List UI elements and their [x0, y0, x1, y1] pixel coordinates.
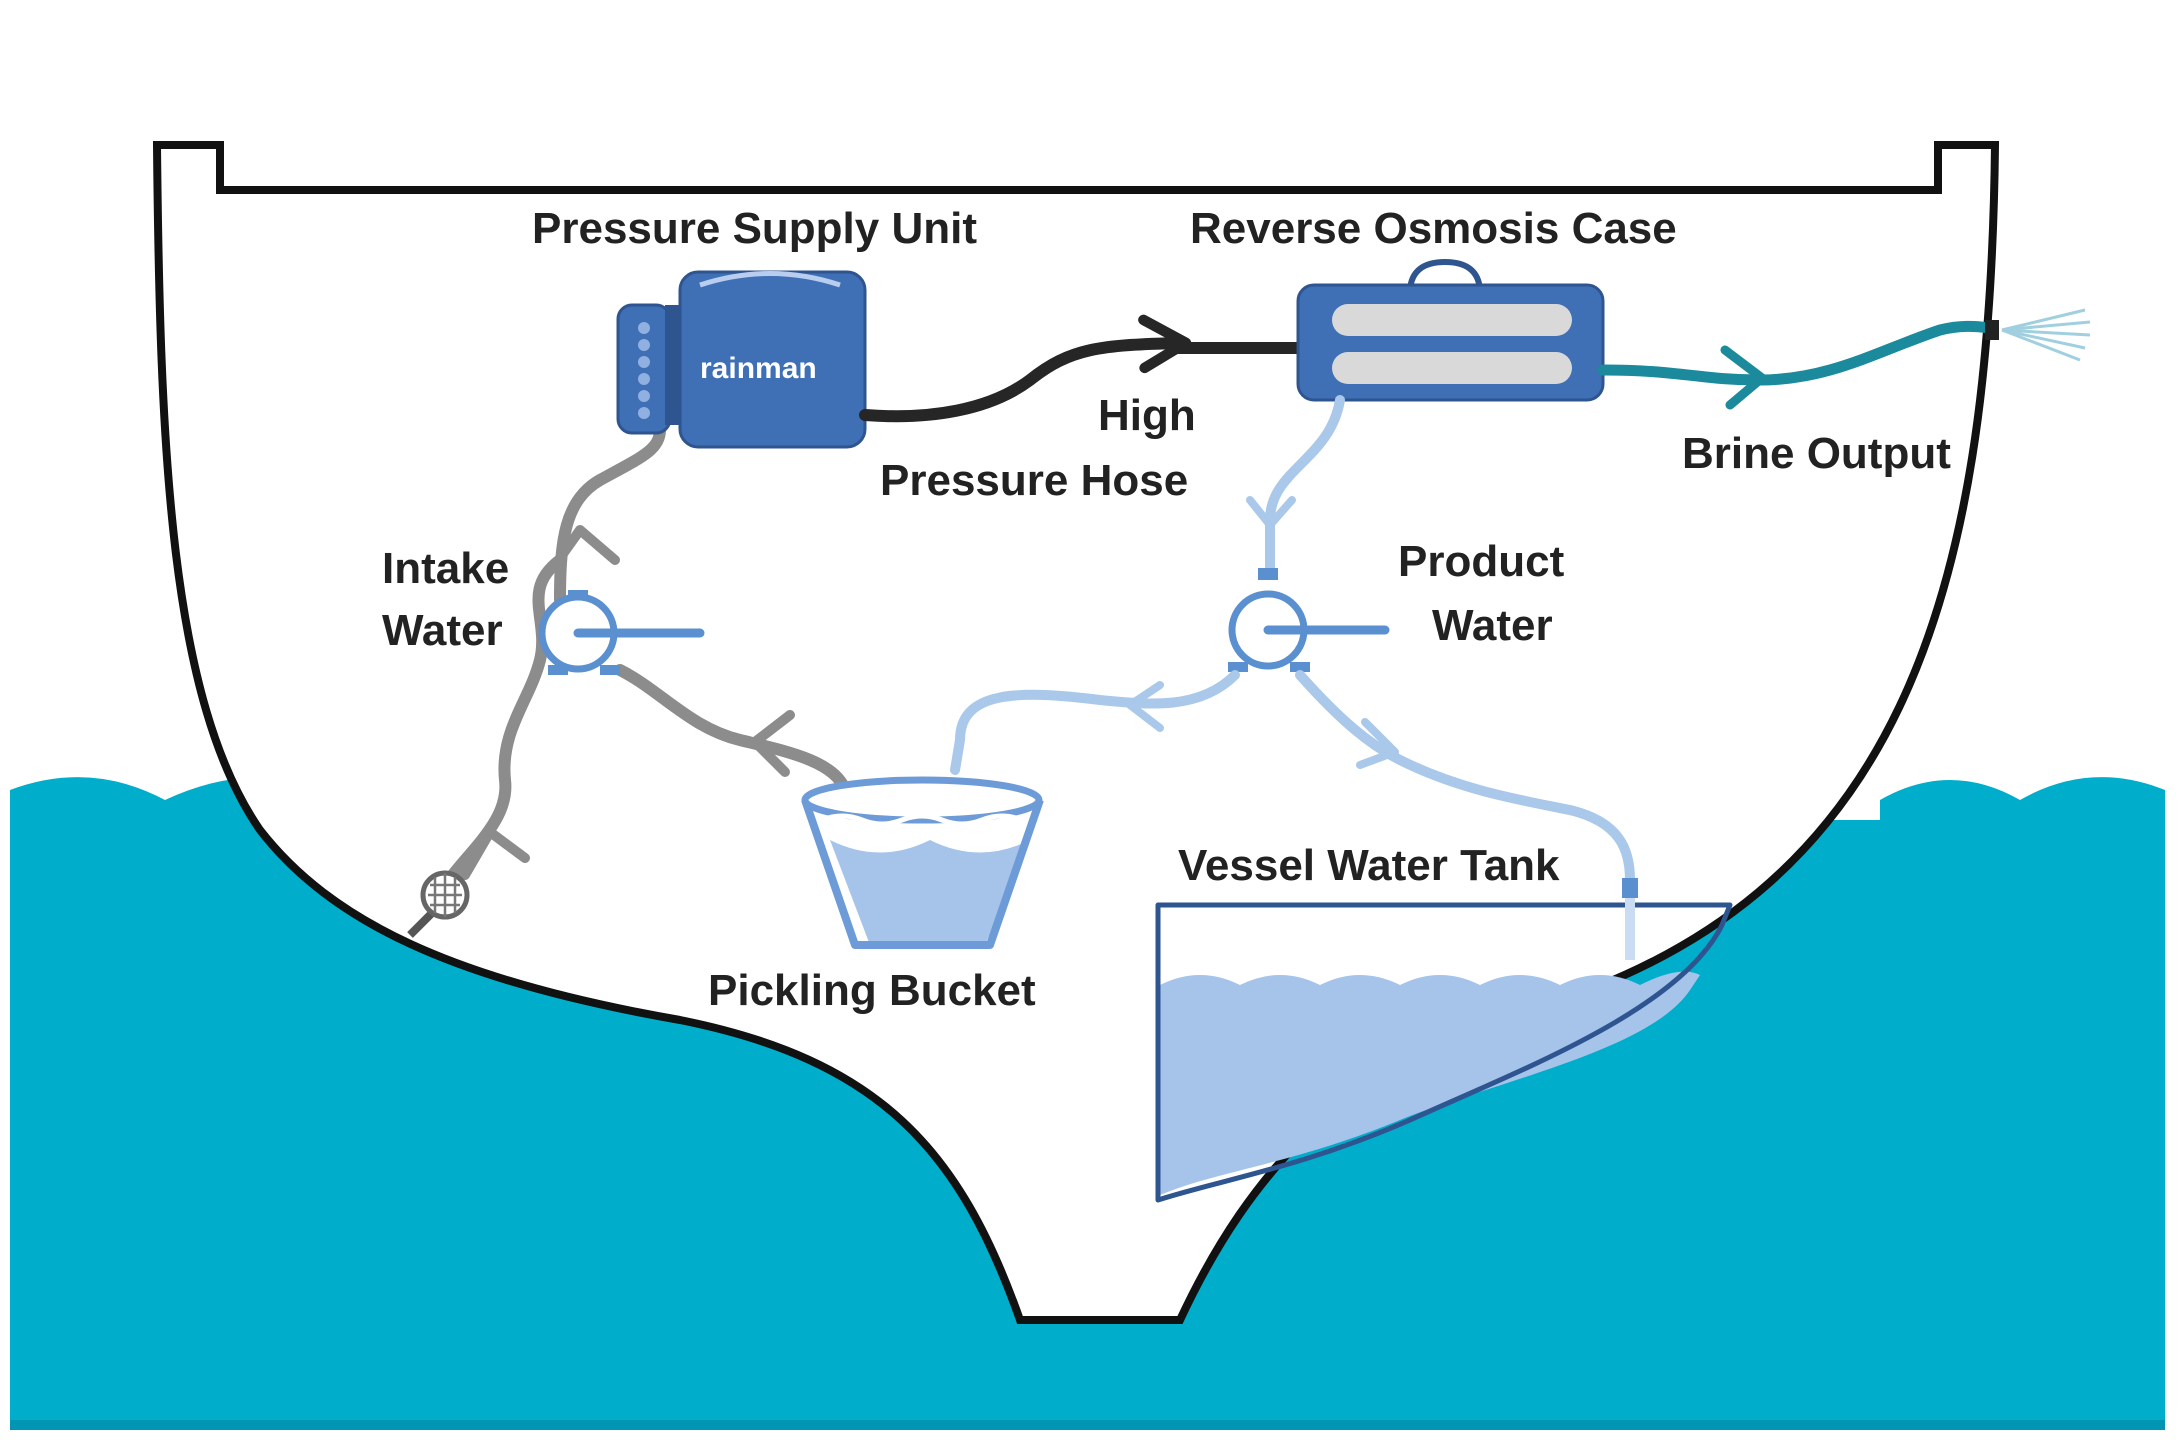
brine-hose [1597, 320, 1996, 386]
product-hose-to-tank [1295, 670, 1635, 885]
label-reverse-osmosis-case: Reverse Osmosis Case [1190, 204, 1677, 253]
label-high-pressure-hose-1: High [1098, 391, 1196, 440]
brine-arrow [1720, 345, 1767, 410]
label-pickling-bucket: Pickling Bucket [708, 966, 1036, 1015]
pickling-return-hose [614, 664, 851, 796]
high-pressure-hose [859, 314, 1192, 423]
label-brine-output: Brine Output [1682, 429, 1951, 478]
product-valve-icon [1228, 568, 1390, 672]
intake-valve-icon [538, 590, 705, 675]
vessel-water-tank-icon [1155, 878, 1733, 1203]
product-hose-from-ro [1265, 395, 1345, 575]
label-intake-water-1: Intake [382, 544, 509, 593]
label-pressure-supply-unit: Pressure Supply Unit [532, 204, 977, 253]
intake-arrow-upper [550, 525, 620, 570]
boat-hull [152, 141, 2000, 1324]
brand-logo: rainman [700, 352, 817, 385]
label-high-pressure-hose-2: Pressure Hose [880, 456, 1188, 505]
reverse-osmosis-case-icon [1296, 258, 1605, 402]
brine-spray-icon [2001, 308, 2091, 362]
label-vessel-water-tank: Vessel Water Tank [1178, 841, 1560, 890]
brine-outlet [1985, 320, 1999, 340]
product-arrow-down [1246, 496, 1296, 529]
pickling-bucket-icon [801, 776, 1044, 949]
sea-bottom-edge [10, 1420, 2165, 1430]
label-product-water-1: Product [1398, 537, 1565, 586]
product-hose-to-bucket [950, 670, 1240, 775]
label-product-water-2: Water [1432, 601, 1553, 650]
intake-arrow-lower [460, 827, 530, 880]
pressure-supply-unit-icon: rainman [616, 270, 867, 449]
label-intake-water-2: Water [382, 606, 503, 655]
product-arrow-tank [1356, 718, 1399, 769]
product-arrow-bucket [1126, 681, 1164, 732]
intake-strainer-icon [407, 870, 470, 938]
pickling-arrow [750, 710, 795, 777]
